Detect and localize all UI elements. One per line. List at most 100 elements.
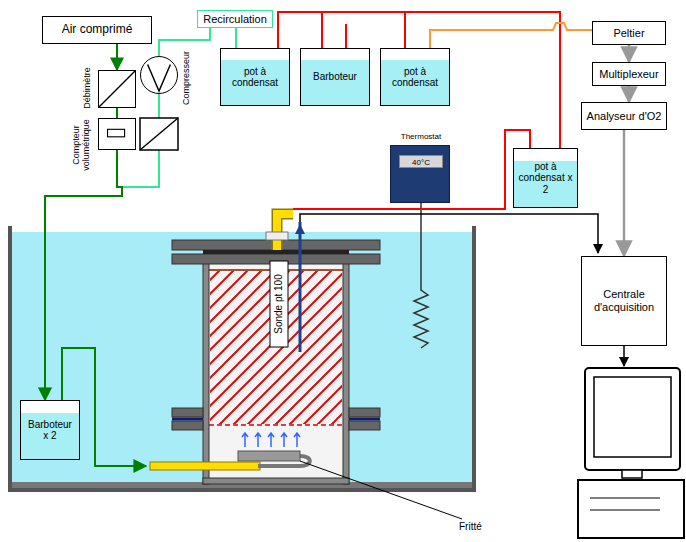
reactor-vessel-part	[172, 421, 203, 430]
gas-flow-arrows-part	[268, 433, 274, 447]
flow-connector	[45, 150, 122, 400]
vessel-box: pot à condensat	[220, 48, 290, 106]
frit-part	[150, 462, 260, 470]
flow-valve-part	[140, 118, 178, 150]
gas-outlet-tube-part	[266, 232, 288, 240]
vessel-box: Barboteur x 2	[20, 400, 80, 460]
part-label: Fritté	[458, 521, 483, 533]
pt100-probe-part	[270, 261, 288, 347]
frit-leader	[300, 461, 462, 519]
computer-part	[594, 377, 671, 457]
node-text: Débimètre	[82, 63, 92, 113]
node-text: Air comprimé	[62, 23, 133, 37]
reactor-vessel-part	[349, 421, 380, 430]
frit-leader-part	[300, 461, 462, 519]
computer	[578, 368, 684, 538]
process-box: Multiplexeur	[592, 62, 666, 86]
flow-connector	[278, 12, 560, 148]
node-text: Centrale d'acquisition	[586, 288, 662, 313]
thermostat-coil	[414, 203, 428, 348]
computer-part	[590, 510, 660, 511]
reactor-vessel-part	[172, 408, 203, 417]
reactor-vessel-part	[203, 478, 349, 484]
gas-flow-arrows-part	[281, 433, 287, 447]
water-bath	[10, 226, 474, 490]
gas-flow-arrows-part	[294, 433, 300, 447]
thermostat-coil-part	[414, 203, 428, 348]
probe-label: Sonde pt 100	[273, 263, 285, 345]
compressor-v	[148, 65, 171, 92]
compressor-symbol-drawing	[141, 57, 177, 93]
flowmeter-slash	[99, 71, 135, 107]
gas-outlet-tube	[266, 214, 293, 250]
probe-signal-line-part	[300, 214, 598, 253]
node-text: pot à condensat	[385, 66, 445, 89]
frit	[150, 451, 310, 470]
compressor-symbol: Compresseur	[140, 56, 178, 94]
pt100-probe	[270, 222, 305, 352]
flow-connector	[628, 45, 631, 62]
node-text: pot à condensat x 2	[518, 161, 573, 196]
probe-signal-line-part	[623, 346, 625, 366]
node-text: Thermostat	[376, 132, 466, 141]
vessel-box: pot à condensat	[380, 48, 450, 106]
computer-part	[622, 470, 642, 478]
node-text: Multiplexeur	[599, 68, 658, 81]
node-text: Barboteur x 2	[25, 419, 75, 442]
process-box: Peltier	[592, 21, 666, 45]
gas-outlet-line-part	[293, 130, 530, 209]
frit-part	[238, 451, 300, 461]
gas-flow-arrows-part	[242, 433, 248, 447]
reactor-vessel-part	[343, 262, 349, 484]
gas-outlet-line-part	[345, 24, 347, 48]
water-bath-part	[10, 226, 474, 490]
computer-part	[578, 480, 684, 538]
pt100-probe-part	[299, 222, 302, 352]
flowmeter-symbol: Débimètre	[98, 70, 136, 108]
flow-connector	[628, 86, 631, 102]
flow-valve	[140, 118, 178, 150]
reactor-vessel-part	[203, 262, 209, 484]
pt100-probe-part	[295, 224, 305, 234]
flow-connector	[116, 44, 118, 70]
reactor-vessel-part	[349, 418, 380, 421]
flow-connector	[623, 130, 626, 256]
flow-valve-part	[140, 118, 178, 150]
recirculation-box: Recirculation	[197, 10, 273, 28]
volume-counter-symbol-drawing	[99, 119, 135, 149]
node-text: 40°C	[399, 155, 443, 168]
gas-flow-arrows-part	[255, 433, 261, 447]
counter-window	[108, 129, 125, 137]
reactor-vessel-part	[209, 262, 343, 478]
node-text: Peltier	[613, 27, 644, 40]
node-text: Recirculation	[203, 13, 267, 26]
reactor-vessel	[172, 240, 380, 484]
flow-connector	[430, 23, 592, 48]
volume-counter-symbol: Compteur volumétrique	[98, 118, 136, 150]
process-box: Air comprimé	[42, 16, 152, 44]
computer-part	[590, 498, 660, 499]
reactor-vessel-part	[203, 250, 349, 254]
gas-outlet-line	[293, 24, 530, 209]
node-text: pot à condensat	[225, 66, 285, 89]
flow-connector	[116, 108, 118, 118]
probe-signal-line	[300, 214, 624, 366]
reactor-vessel-part	[209, 424, 343, 426]
process-box: Centrale d'acquisition	[581, 256, 667, 346]
flowmeter-symbol-drawing	[99, 71, 135, 107]
node-text: Compteur volumétrique	[71, 115, 92, 175]
node-text: Compresseur	[181, 48, 191, 108]
computer-part	[585, 368, 680, 470]
flow-connector	[235, 28, 237, 48]
node-text: Barboteur	[313, 71, 357, 83]
node-text: Analyseur d'O2	[587, 110, 662, 123]
process-box: Analyseur d'O2	[581, 102, 667, 130]
vessel-box: Barboteur	[300, 48, 370, 106]
reactor-vessel-part	[172, 418, 203, 421]
vessel-box: pot à condensat x 2	[513, 148, 578, 208]
gas-flow-arrows	[242, 433, 300, 447]
thermostat-unit: Thermostat40°C	[390, 145, 450, 203]
water-bath-part	[12, 232, 472, 484]
reactor-vessel-part	[349, 408, 380, 417]
